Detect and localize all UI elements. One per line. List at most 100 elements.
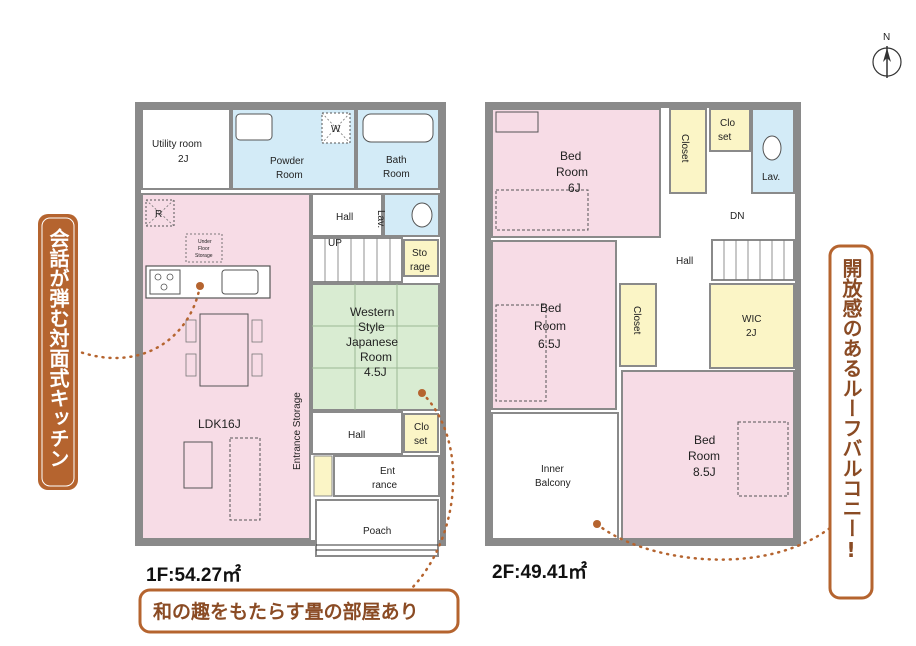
utility-room (141, 108, 231, 190)
callout-leaders (78, 284, 832, 592)
refrigerator-box (145, 199, 175, 227)
balcony-leader (595, 522, 832, 561)
dining-table (199, 313, 249, 387)
entrance-label: Ent (380, 466, 395, 477)
sink-icon (221, 269, 259, 295)
wic-size-label: 2J (746, 328, 757, 339)
kitchen-leader (78, 284, 202, 360)
closet-2f-2 (619, 283, 657, 367)
hall-bottom (311, 411, 403, 455)
entrance-storage-shelf (313, 455, 333, 497)
balcony-callout: 開放感のあるルーフバルコニー! (828, 244, 874, 600)
closet2-label: Closet (631, 306, 642, 335)
powder-label-2: Room (276, 170, 303, 181)
tatami-callout: 和の趣をもたらす畳の部屋あり (138, 588, 460, 634)
kitchen-leader-dot (196, 282, 204, 290)
bed2-label-2: Room (534, 319, 566, 333)
under-floor-label: Under (198, 239, 212, 245)
balcony-leader-dot (593, 520, 601, 528)
floor1-area-label: 1F:54.27㎡ (146, 563, 241, 586)
hall-bottom-label: Hall (348, 430, 365, 441)
bed2-label: Bed (540, 301, 561, 315)
bathtub (362, 113, 434, 143)
tatami-leader (408, 391, 455, 592)
lav-1f-label: Lav. (375, 210, 386, 228)
lav-2f-label: Lav. (762, 172, 780, 183)
kitchen-callout-box (38, 214, 78, 490)
tatami-callout-text: 和の趣をもたらす畳の部屋あり (153, 600, 419, 623)
hall-2f-label: Hall (676, 256, 693, 267)
toilet-icon (411, 202, 433, 228)
desk-1 (495, 111, 539, 133)
bed1-label-2: Room (556, 165, 588, 179)
bed3-label: Bed (694, 433, 715, 447)
wic-label: WIC (742, 314, 761, 325)
floor2-area-label: 2F:49.41㎡ (492, 560, 587, 583)
floor2-plan: Bed Room 6J Closet Clo set Lav. DN Hall … (485, 102, 801, 583)
bed3-size-label: 8.5J (693, 465, 716, 479)
low-table (183, 441, 213, 489)
under-floor-storage-box (185, 233, 223, 263)
tatami-callout-box (138, 588, 460, 634)
storage-label-2: rage (410, 262, 430, 273)
floor1-plan: Utility room 2J Powder Room W Bath Room … (135, 102, 446, 586)
porch-area (315, 499, 439, 557)
bed3-label-2: Room (688, 449, 720, 463)
stairs-1f (311, 237, 403, 283)
toilet-2f-icon (762, 135, 782, 161)
japanese-label-2: Style (358, 320, 385, 334)
japanese-label-5: 4.5J (364, 365, 387, 379)
under-floor-label-3: Storage (195, 253, 213, 259)
ldk-room (141, 193, 311, 540)
entrance-area (333, 455, 440, 497)
closet-small-label: Clo (720, 118, 735, 129)
bath-label: Bath (386, 155, 407, 166)
bed-room-2 (491, 240, 617, 410)
entrance-label-2: rance (372, 480, 397, 491)
closet-1f-label-2: set (414, 436, 428, 447)
entrance-storage-label: Entrance Storage (292, 392, 303, 470)
refrigerator-label: R (155, 209, 162, 220)
kitchen-callout: 会話が弾む対面式キッチン (38, 214, 78, 490)
bed-room-3 (621, 370, 795, 540)
porch-label: Poach (363, 526, 391, 537)
closet-small-label-2: set (718, 132, 732, 143)
washer-label: W (331, 124, 341, 135)
bath-label-2: Room (383, 169, 410, 180)
balcony-label: Inner (541, 464, 564, 475)
closet-1f-label: Clo (414, 422, 429, 433)
bed1-size-label: 6J (568, 181, 581, 195)
sofa (229, 437, 261, 521)
washbasin (235, 113, 273, 141)
utility-label: Utility room (152, 139, 202, 150)
up-label: UP (328, 238, 342, 249)
compass-label: N (883, 32, 890, 43)
closet-1f (403, 413, 439, 453)
stairs-2f (711, 239, 795, 281)
bed-3-furniture (737, 421, 789, 497)
powder-label: Powder (270, 156, 305, 167)
closet-2f-1 (669, 108, 707, 194)
bed1-label: Bed (560, 149, 581, 163)
compass: N (872, 32, 902, 78)
japanese-label-1: Western (350, 305, 394, 319)
kitchen-callout-text: 会話が弾む対面式キッチン (46, 227, 70, 468)
hall-top (311, 193, 383, 237)
closet-small-2f (709, 108, 751, 152)
dn-label: DN (730, 211, 744, 222)
wic-room (709, 283, 795, 369)
japanese-label-4: Room (360, 350, 392, 364)
ldk-label: LDK16J (198, 417, 241, 431)
under-floor-label-2: Floor (198, 246, 210, 252)
tatami-leader-dot (418, 389, 426, 397)
japanese-room (311, 283, 440, 411)
balcony-label-2: Balcony (535, 478, 571, 489)
inner-balcony (491, 412, 619, 540)
bed-room-1 (491, 108, 661, 238)
balcony-callout-box (828, 244, 874, 600)
bed-2-furniture (495, 304, 547, 402)
balcony-callout-text: 開放感のあるルーフバルコニー! (839, 258, 863, 562)
bed-1-furniture (495, 189, 589, 231)
stove-icon (149, 269, 181, 295)
